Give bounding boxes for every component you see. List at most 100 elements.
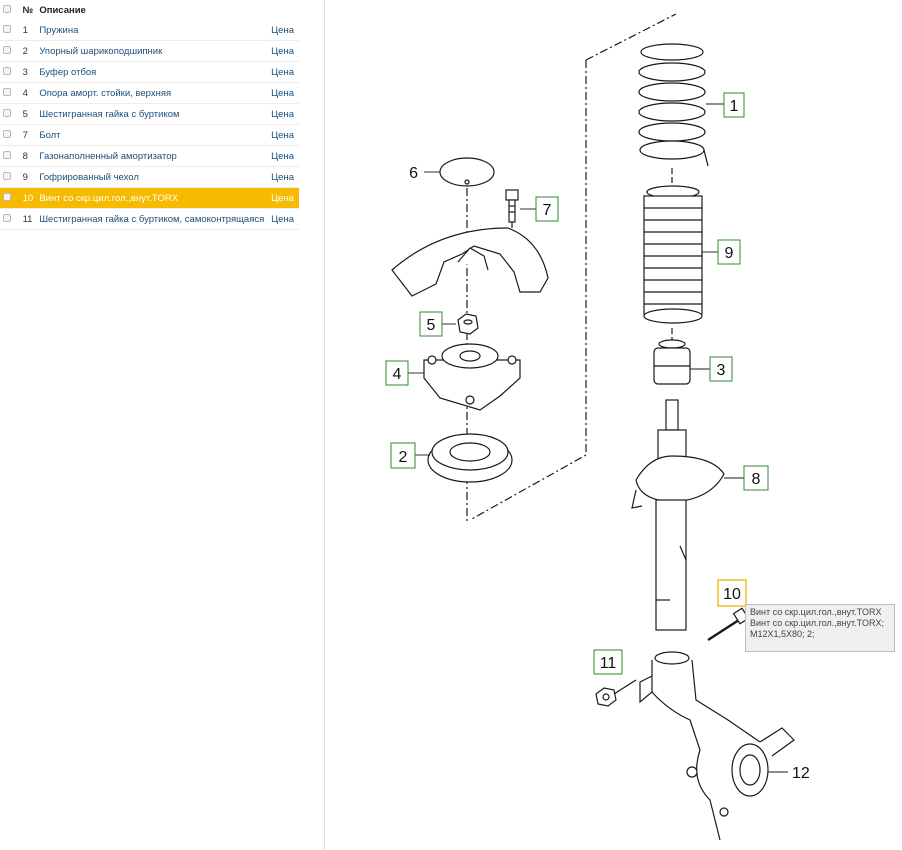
callout-7-label: 7 bbox=[543, 202, 552, 219]
row-description-link[interactable]: Упорный шарикоподшипник bbox=[39, 45, 163, 57]
column-header-description: Описание bbox=[39, 4, 86, 16]
row-price-link[interactable]: Цена bbox=[271, 150, 294, 162]
callout-4[interactable]: 4 bbox=[385, 360, 409, 386]
select-all-checkbox[interactable] bbox=[3, 4, 11, 13]
steering-knuckle-part bbox=[639, 651, 795, 841]
callout-5-label: 5 bbox=[427, 317, 436, 334]
row-checkbox[interactable] bbox=[3, 150, 11, 159]
top-mount-part bbox=[423, 343, 521, 411]
table-row[interactable]: 8 Газонаполненный амортизатор Цена bbox=[0, 146, 299, 167]
callout-2[interactable]: 2 bbox=[390, 442, 416, 469]
row-checkbox-cell[interactable] bbox=[0, 125, 22, 146]
assembly-dash-line bbox=[585, 13, 677, 61]
callout-3[interactable]: 3 bbox=[709, 356, 733, 382]
bump-stop-part bbox=[653, 339, 691, 385]
row-description-link[interactable]: Шестигранная гайка с буртиком, самоконтр… bbox=[39, 213, 265, 225]
bolt-part bbox=[505, 189, 519, 223]
tooltip-line-2: Винт со скр.цил.гол.,внут.TORX; bbox=[750, 618, 884, 628]
shock-absorber-part bbox=[631, 399, 725, 631]
row-price-link[interactable]: Цена bbox=[271, 129, 294, 141]
row-description-link[interactable]: Буфер отбоя bbox=[39, 66, 97, 78]
leader-lines bbox=[408, 103, 788, 773]
part-tooltip: Винт со скр.цил.гол.,внут.TORX Винт со с… bbox=[745, 604, 895, 652]
row-checkbox[interactable] bbox=[3, 87, 11, 96]
row-description-link[interactable]: Болт bbox=[39, 129, 61, 141]
row-checkbox-cell[interactable] bbox=[0, 209, 22, 230]
row-checkbox[interactable] bbox=[3, 66, 11, 75]
row-checkbox-cell[interactable] bbox=[0, 83, 22, 104]
callout-6-label[interactable]: 6 bbox=[409, 165, 418, 182]
row-price-link[interactable]: Цена bbox=[271, 45, 294, 57]
tooltip-line-1: Винт со скр.цил.гол.,внут.TORX bbox=[750, 607, 882, 617]
torx-bolt-part bbox=[707, 607, 750, 642]
row-checkbox[interactable] bbox=[3, 45, 11, 54]
row-description-link[interactable]: Шестигранная гайка с буртиком bbox=[39, 108, 180, 120]
callout-7[interactable]: 7 bbox=[535, 196, 559, 222]
table-row[interactable]: 3 Буфер отбоя Цена bbox=[0, 62, 299, 83]
dust-cap-part bbox=[439, 157, 495, 187]
table-row[interactable]: 1 Пружина Цена bbox=[0, 20, 299, 41]
row-price-link[interactable]: Цена bbox=[271, 171, 294, 183]
row-number: 8 bbox=[22, 150, 28, 162]
column-header-number: № bbox=[22, 4, 34, 16]
row-checkbox-cell[interactable] bbox=[0, 41, 22, 62]
select-all-cell[interactable] bbox=[0, 0, 22, 20]
bellows-part bbox=[643, 185, 703, 324]
callout-9[interactable]: 9 bbox=[717, 239, 741, 265]
callout-8-label: 8 bbox=[752, 471, 761, 488]
row-price-link[interactable]: Цена bbox=[271, 66, 294, 78]
callout-1-label: 1 bbox=[730, 98, 739, 115]
thrust-bearing-part bbox=[427, 433, 513, 483]
row-price-link[interactable]: Цена bbox=[271, 192, 294, 204]
row-description-link[interactable]: Винт со скр.цил.гол.,внут.TORX bbox=[39, 192, 179, 204]
callout-10[interactable]: 10 bbox=[717, 579, 747, 607]
callout-10-label: 10 bbox=[723, 586, 741, 603]
table-row[interactable]: 9 Гофрированный чехол Цена bbox=[0, 167, 299, 188]
table-row[interactable]: 10 Винт со скр.цил.гол.,внут.TORX Цена bbox=[0, 187, 299, 209]
row-price-link[interactable]: Цена bbox=[271, 87, 294, 99]
row-checkbox[interactable] bbox=[3, 24, 11, 33]
row-checkbox-cell[interactable] bbox=[0, 20, 22, 41]
row-price-link[interactable]: Цена bbox=[271, 213, 294, 225]
row-number: 1 bbox=[22, 24, 28, 36]
self-locking-nut-part bbox=[595, 679, 637, 707]
row-number: 5 bbox=[22, 108, 28, 120]
row-price-link[interactable]: Цена bbox=[271, 108, 294, 120]
row-checkbox[interactable] bbox=[3, 108, 11, 117]
callout-4-label: 4 bbox=[393, 366, 402, 383]
table-row[interactable]: 5 Шестигранная гайка с буртиком Цена bbox=[0, 104, 299, 125]
callout-2-label: 2 bbox=[399, 449, 408, 466]
row-checkbox-cell[interactable] bbox=[0, 167, 22, 188]
row-number: 3 bbox=[22, 66, 28, 78]
row-checkbox[interactable] bbox=[3, 171, 11, 180]
row-checkbox-cell[interactable] bbox=[0, 62, 22, 83]
callout-5[interactable]: 5 bbox=[419, 311, 443, 337]
row-description-link[interactable]: Опора аморт. стойки, верхняя bbox=[39, 87, 172, 99]
row-checkbox-cell[interactable] bbox=[0, 104, 22, 125]
row-checkbox[interactable] bbox=[3, 192, 11, 201]
callout-11[interactable]: 11 bbox=[593, 649, 623, 675]
callout-9-label: 9 bbox=[725, 245, 734, 262]
callout-3-label: 3 bbox=[717, 362, 726, 379]
row-description-link[interactable]: Газонаполненный амортизатор bbox=[39, 150, 177, 162]
row-price-link[interactable]: Цена bbox=[271, 24, 294, 36]
row-description-link[interactable]: Пружина bbox=[39, 24, 79, 36]
row-checkbox-cell[interactable] bbox=[0, 146, 22, 167]
callout-8[interactable]: 8 bbox=[743, 465, 769, 491]
row-checkbox-cell[interactable] bbox=[0, 188, 22, 209]
callout-12-label[interactable]: 12 bbox=[792, 765, 810, 782]
row-number: 9 bbox=[22, 171, 28, 183]
row-description-link[interactable]: Гофрированный чехол bbox=[39, 171, 139, 183]
row-checkbox[interactable] bbox=[3, 213, 11, 222]
callout-1[interactable]: 1 bbox=[723, 92, 745, 118]
row-checkbox[interactable] bbox=[3, 129, 11, 138]
row-number: 10 bbox=[22, 192, 34, 204]
strut-cover-part bbox=[391, 227, 549, 297]
tooltip-line-3: M12X1,5X80; 2; bbox=[750, 629, 815, 639]
